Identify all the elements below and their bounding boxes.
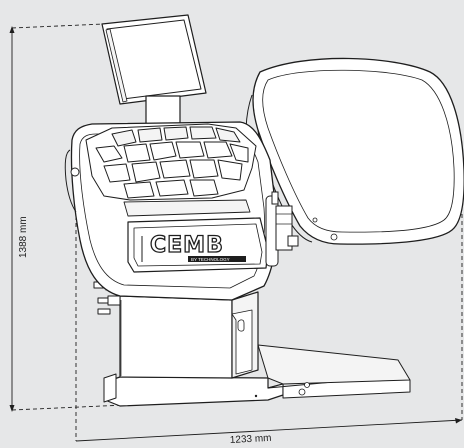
monitor: [101, 14, 207, 131]
base-bolt: [304, 382, 310, 388]
tray-cell: [175, 141, 205, 159]
guard-inner-edge: [262, 69, 455, 233]
tray-cell: [95, 145, 123, 163]
arrow-down-icon: [9, 405, 15, 412]
width-dimension: [75, 188, 463, 442]
tray-cell: [149, 141, 177, 161]
shaft-assembly: [265, 191, 299, 267]
pin-cone-hub: [107, 295, 121, 306]
tray-cell: [155, 179, 189, 197]
tray-cell: [189, 179, 219, 197]
top-extension-line: [11, 23, 105, 29]
tray-cell: [111, 129, 137, 147]
front-slot: [123, 199, 251, 217]
guard-fastener: [312, 217, 318, 223]
tray-cell: [123, 181, 155, 199]
pedestal-recess: [231, 309, 253, 375]
arrow-up-icon: [9, 26, 15, 33]
monitor-side: [105, 28, 128, 103]
shaft-bolt: [271, 191, 279, 205]
height-dimension-label: 1388 mm: [18, 216, 29, 258]
bottom-extension-line: [11, 404, 126, 411]
base-plate: [104, 376, 284, 407]
cabinet-left-edge: [64, 149, 77, 213]
base-bolt: [298, 388, 306, 396]
brand-tagline: BY TECHNOLOGY: [191, 257, 230, 262]
brand-plate-inner: [133, 223, 263, 267]
tray-cell: [123, 143, 151, 163]
brand-tagline-bar: [188, 256, 246, 262]
tray-cell: [189, 159, 219, 179]
base-foot-left: [103, 373, 117, 403]
tray-cell: [163, 126, 189, 141]
tray-cell: [215, 127, 241, 143]
brand-logo: CEMB: [150, 233, 224, 258]
height-dimension: [9, 23, 126, 412]
tray-cell: [103, 163, 131, 183]
machine-body: [64, 121, 411, 407]
tray-cell: [217, 159, 243, 181]
tray-cell: [137, 127, 163, 143]
wheel-guard: [245, 57, 464, 245]
pin-cone-left: [97, 308, 111, 315]
tray-cell: [189, 126, 217, 140]
tray-cell: [159, 159, 191, 179]
weight-tray: [85, 123, 257, 201]
arrow-right-icon: [455, 418, 462, 424]
shaft-end: [287, 235, 299, 247]
pedestal-front: [119, 295, 233, 379]
width-dimension-label: 1233 mm: [230, 433, 272, 446]
pedestal-hook: [237, 319, 245, 332]
base-plate-top: [257, 344, 411, 385]
tray-cell: [131, 161, 161, 183]
tray-cell: [229, 143, 249, 163]
tray-cell: [203, 141, 233, 159]
base-dot: [254, 394, 258, 398]
width-dimension-line: [75, 419, 463, 442]
guard-fastener: [330, 233, 338, 241]
side-knob: [70, 167, 80, 177]
